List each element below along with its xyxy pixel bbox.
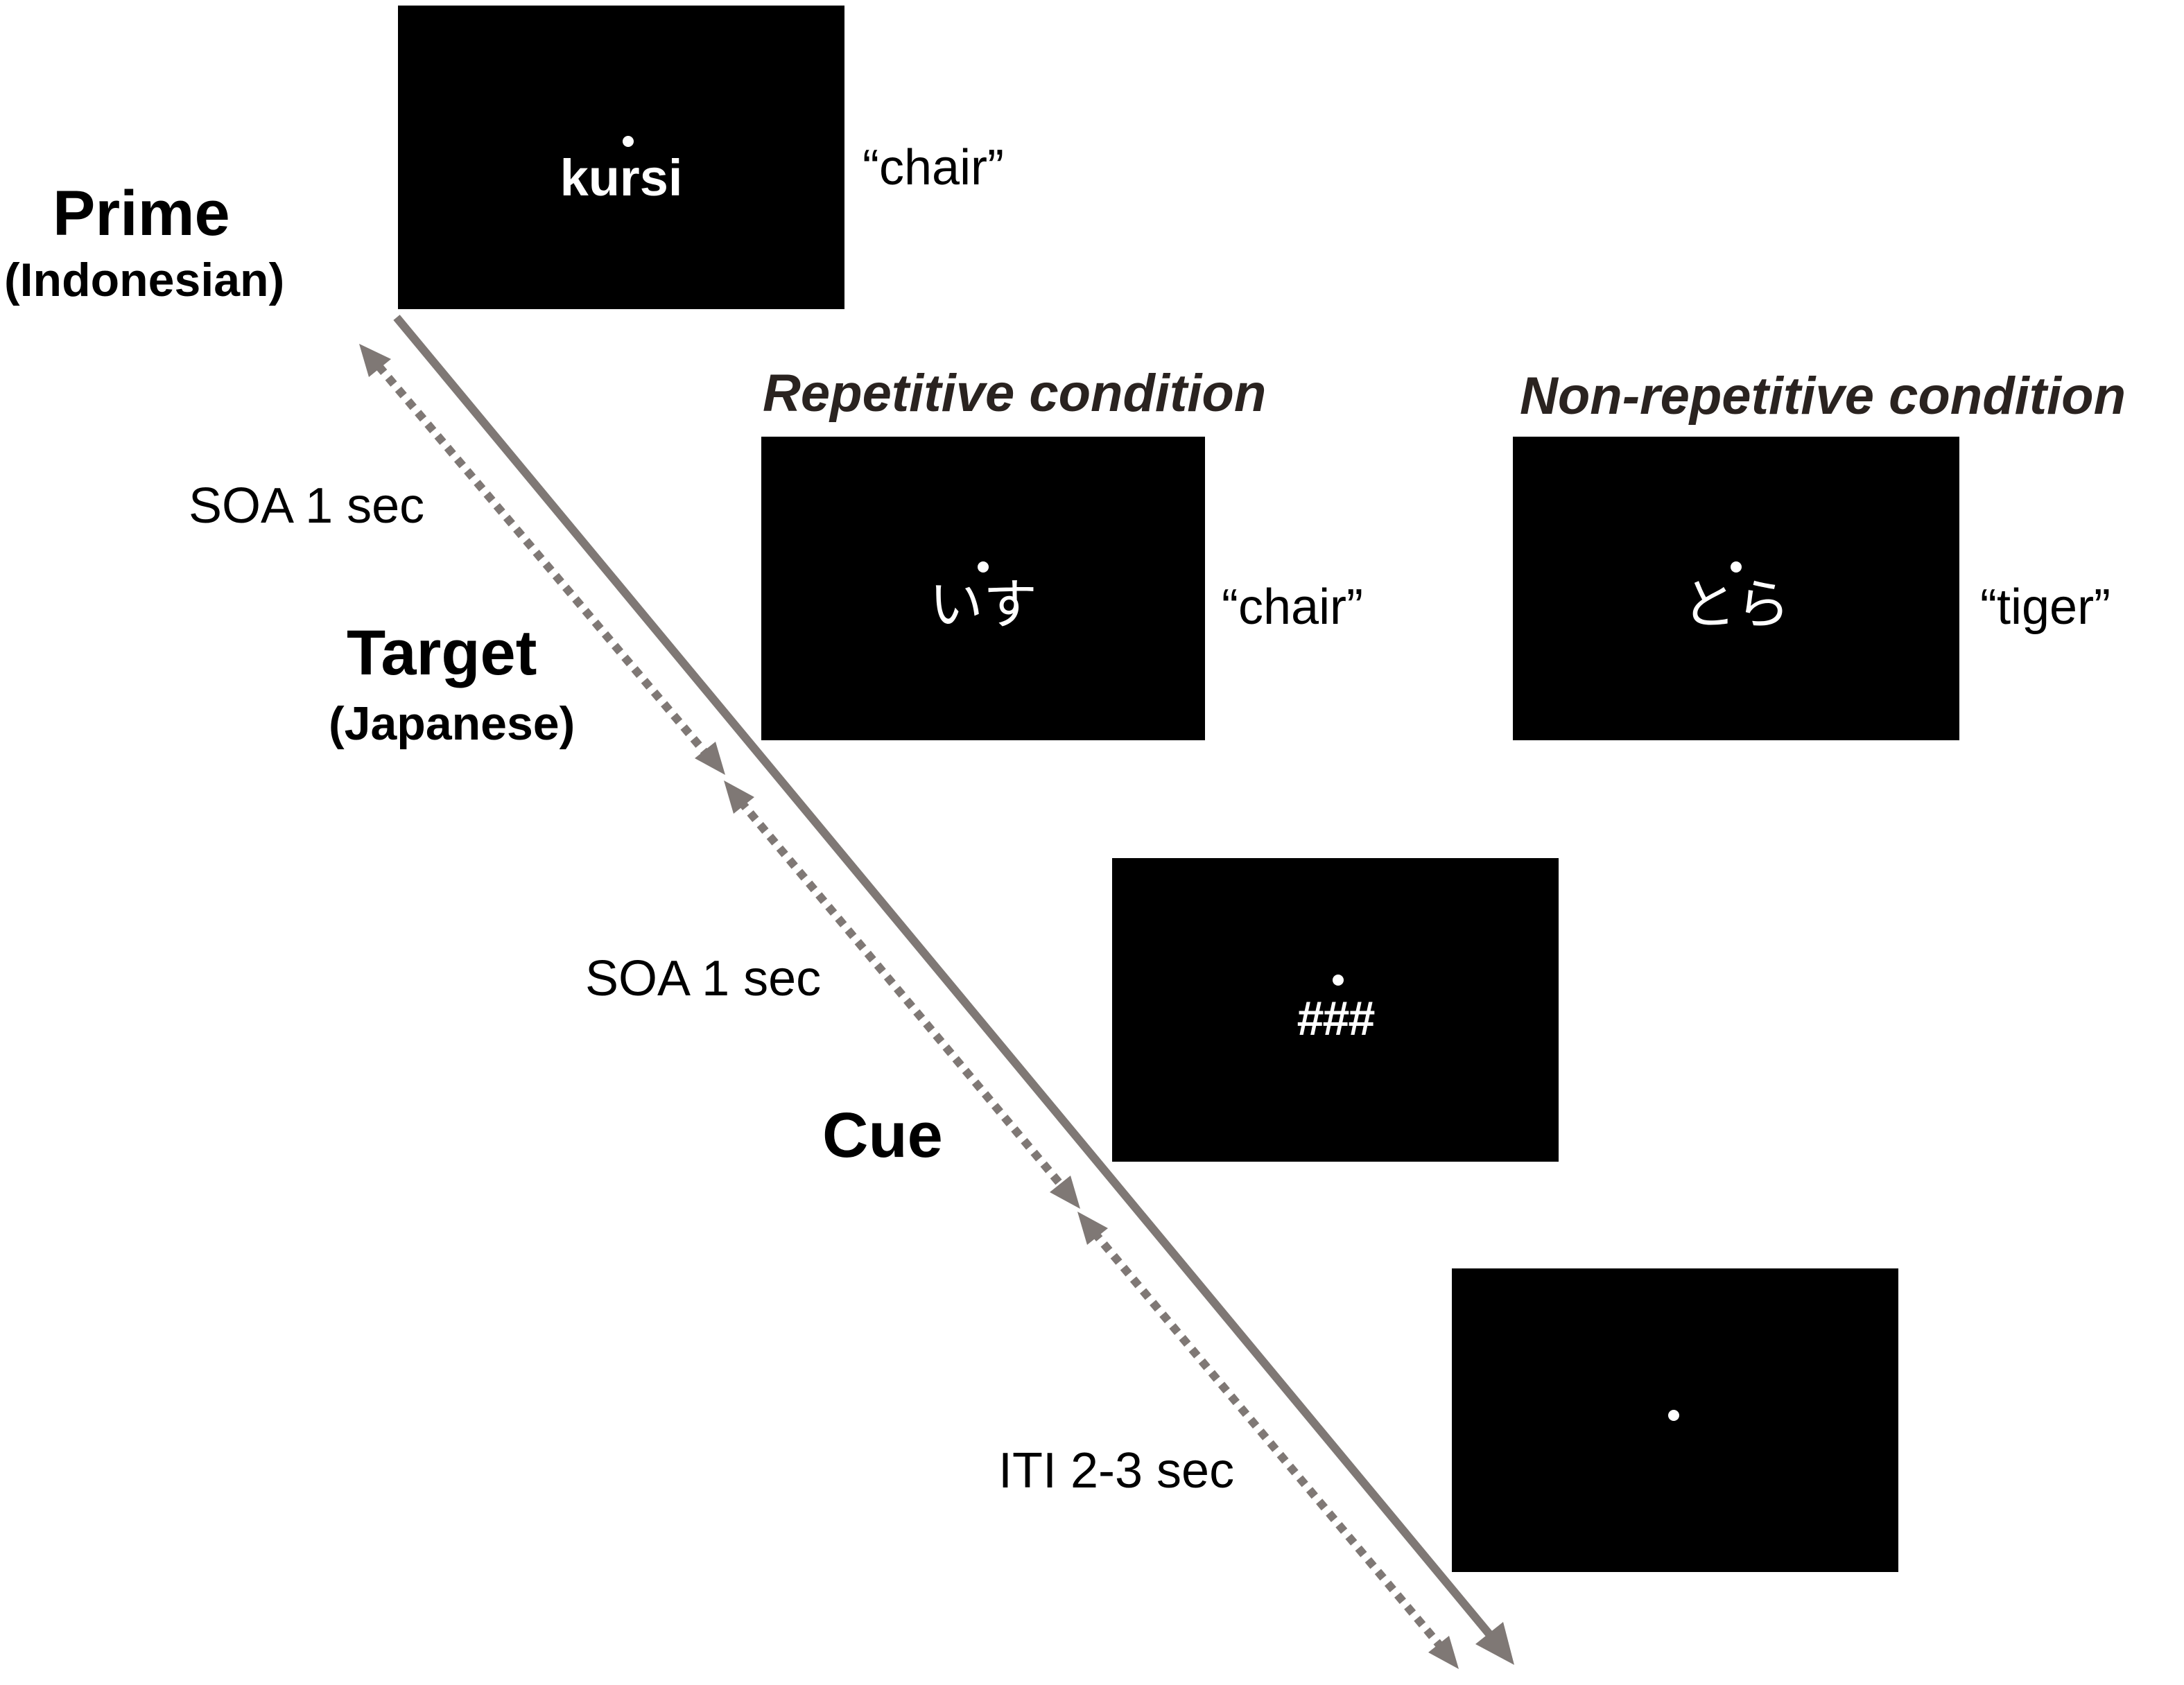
non-repetitive-condition-label: Non-repetitive condition (1520, 367, 2126, 426)
prime-language-label: (Indonesian) (4, 254, 285, 306)
prime-screen: kursi (398, 6, 844, 309)
fixation-dot (1668, 1410, 1679, 1421)
cue-screen: ### (1112, 858, 1559, 1162)
prime-gloss: “chair” (863, 140, 1005, 195)
iti-arrow (1077, 1212, 1459, 1669)
target-repetitive-gloss: “chair” (1222, 579, 1364, 635)
target-repetitive-stimulus: いす (928, 574, 1037, 636)
cue-label: Cue (822, 1100, 943, 1171)
prime-stimulus: kursi (560, 149, 683, 207)
target-label: Target (347, 618, 537, 688)
time-axis-arrow (393, 315, 1514, 1665)
repetitive-condition-label: Repetitive condition (763, 364, 1267, 423)
soa-1-arrow (359, 344, 725, 775)
target-non-repetitive-screen: とら (1513, 437, 1959, 740)
iti-screen (1452, 1268, 1898, 1572)
target-language-label: (Japanese) (329, 697, 575, 750)
soa-2-arrow (724, 780, 1080, 1209)
soa-2-label: SOA 1 sec (585, 951, 822, 1006)
fixation-dot (978, 561, 989, 573)
cue-stimulus: ### (1297, 991, 1376, 1045)
fixation-dot (623, 136, 634, 147)
fixation-dot (1333, 975, 1344, 986)
soa-1-label: SOA 1 sec (189, 478, 425, 534)
target-non-repetitive-gloss: “tiger” (1980, 579, 2111, 635)
target-repetitive-screen: いす (761, 437, 1205, 740)
target-non-repetitive-stimulus: とら (1681, 574, 1790, 636)
prime-label: Prime (53, 178, 230, 249)
fixation-dot (1731, 561, 1742, 573)
iti-label: ITI 2-3 sec (998, 1443, 1235, 1499)
